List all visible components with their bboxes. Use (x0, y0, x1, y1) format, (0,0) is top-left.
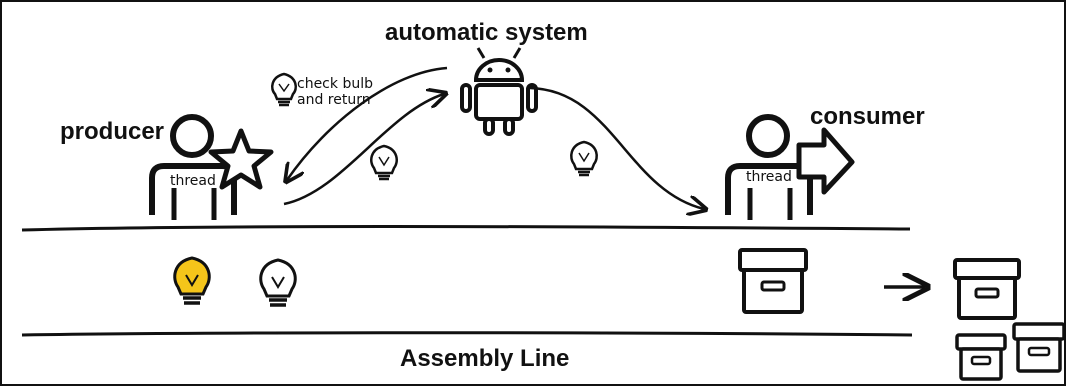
assembly-line-label: Assembly Line (400, 345, 569, 372)
bulb-icon (259, 258, 297, 307)
assembly-line-top-rail (21, 225, 911, 232)
bulb-icon (570, 140, 598, 177)
box-icon (738, 248, 808, 314)
consumer-thread-label: thread (746, 169, 792, 185)
producer-thread-label: thread (170, 173, 216, 189)
bulb-icon (370, 144, 398, 181)
box-icon (955, 333, 1007, 381)
android-icon (460, 47, 538, 136)
assembly-line-bottom-rail (21, 331, 913, 337)
producer-person-icon (149, 114, 237, 220)
consumer-label: consumer (810, 103, 925, 130)
arrow-right-icon (796, 127, 855, 195)
bulb-icon (270, 72, 298, 107)
box-icon (953, 258, 1021, 320)
producer-label: producer (60, 118, 164, 145)
check-bulb-line-2: and return (297, 92, 371, 108)
box-icon (1012, 322, 1064, 373)
check-bulb-line-1: check bulb (297, 76, 373, 92)
automatic-system-label: automatic system (385, 19, 588, 46)
deliver-to-consumer-arrow (529, 86, 704, 209)
lit-bulb-icon (173, 256, 211, 305)
send-to-system-arrow (283, 94, 444, 206)
star-icon (208, 128, 274, 190)
return-arrow (287, 66, 448, 180)
